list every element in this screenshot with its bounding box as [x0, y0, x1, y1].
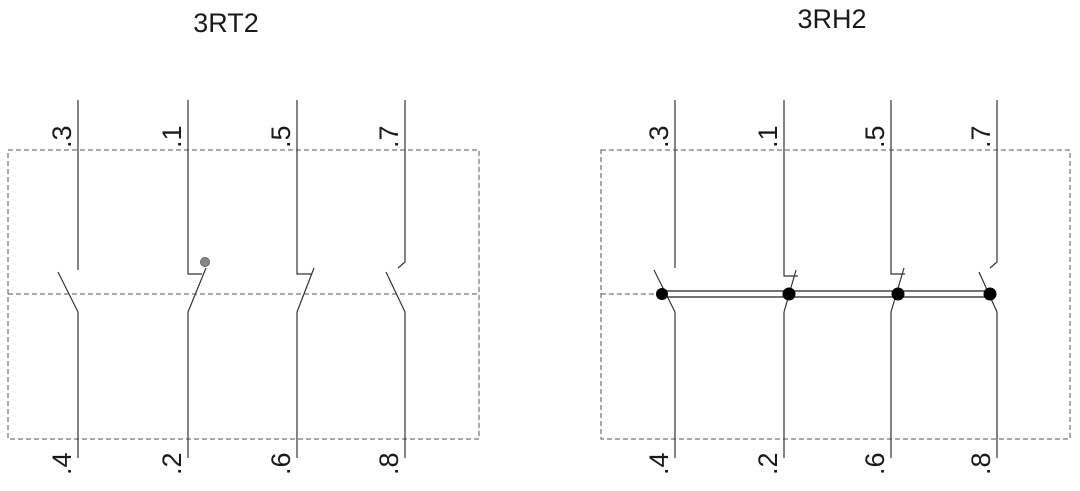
contact-no: .7 .8 [966, 100, 998, 475]
terminal-label-top: .3 [644, 125, 674, 148]
terminal-label-bottom: .6 [266, 452, 296, 475]
diagram-title: 3RT2 [193, 8, 259, 38]
contact-blade [57, 271, 79, 313]
terminal-label-bottom: .8 [374, 452, 404, 475]
terminal-wire-top [397, 100, 406, 269]
contact-no: .3 .4 [47, 100, 79, 475]
terminal-label-bottom: .2 [157, 452, 187, 475]
terminal-wire-top [296, 100, 311, 275]
diagram-3rh2: 3RH2 .3 .4 .1 .2 .5 .6 [600, 4, 1071, 475]
terminal-wire-top [890, 100, 905, 275]
terminal-label-top: .1 [157, 125, 187, 148]
terminal-label-bottom: .6 [860, 452, 890, 475]
contact-nc: .1 .2 [157, 100, 210, 475]
terminal-label-bottom: .4 [47, 452, 77, 475]
contact-blade [296, 267, 315, 313]
contact-nc: .1 .2 [753, 100, 798, 475]
link-junction-dot [656, 288, 668, 300]
link-junction-dot [983, 287, 997, 301]
diagram-title: 3RH2 [797, 4, 866, 34]
terminal-wire-top [783, 100, 798, 277]
terminal-label-top: .5 [860, 125, 890, 148]
terminal-label-top: .3 [47, 125, 77, 148]
contact-marker-dot [200, 257, 210, 267]
contact-nc: .5 .6 [266, 100, 315, 475]
device-frame [600, 149, 1071, 440]
terminal-label-top: .1 [753, 125, 783, 148]
terminal-wire-top [989, 100, 998, 269]
terminal-label-top: .7 [374, 125, 404, 148]
link-junction-dot [891, 287, 905, 301]
diagram-3rt2: 3RT2 .3 .4 .1 .2 .5 .6 [7, 8, 480, 475]
terminal-label-top: .7 [966, 125, 996, 148]
contact-nc: .5 .6 [860, 100, 905, 475]
link-junction-dot [782, 287, 796, 301]
terminal-label-top: .5 [266, 125, 296, 148]
contact-no: .7 .8 [374, 100, 406, 475]
terminal-label-bottom: .4 [644, 452, 674, 475]
device-frame [7, 149, 480, 440]
contact-blade [187, 267, 207, 313]
terminal-label-bottom: .2 [753, 452, 783, 475]
contact-no: .3 .4 [644, 100, 676, 475]
contact-blade [385, 271, 406, 313]
terminal-wire-top [187, 100, 202, 275]
terminal-label-bottom: .8 [966, 452, 996, 475]
